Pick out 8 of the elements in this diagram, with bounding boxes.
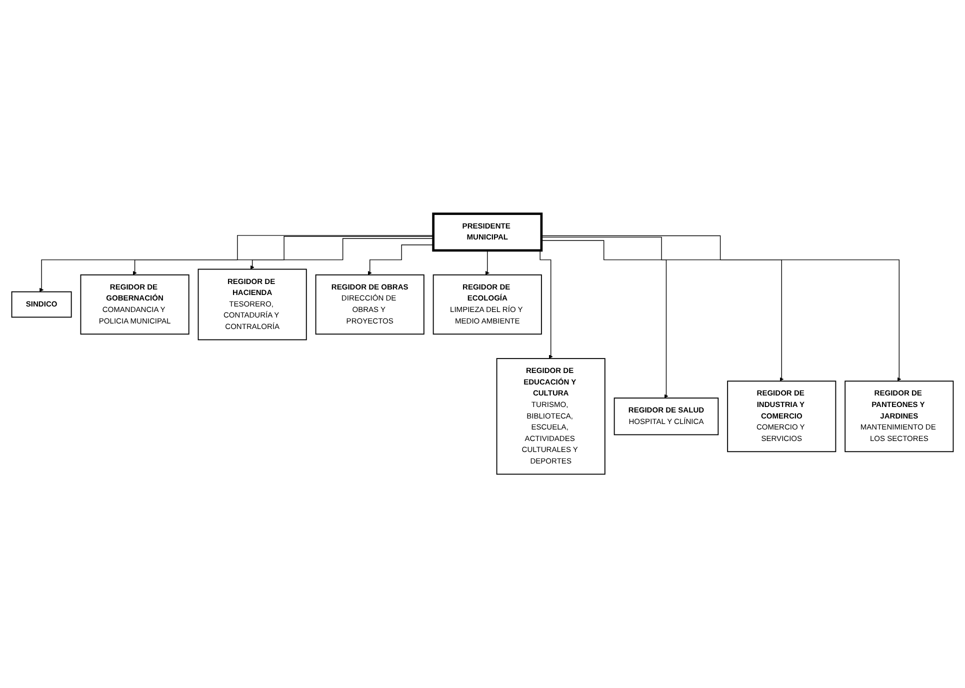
arrow [368, 244, 434, 276]
arrow [541, 240, 668, 398]
arrow [132, 236, 434, 276]
arrow [541, 236, 784, 382]
arrow [541, 235, 902, 382]
arrow [39, 235, 434, 292]
arrow [250, 238, 434, 270]
arrow [485, 250, 490, 276]
